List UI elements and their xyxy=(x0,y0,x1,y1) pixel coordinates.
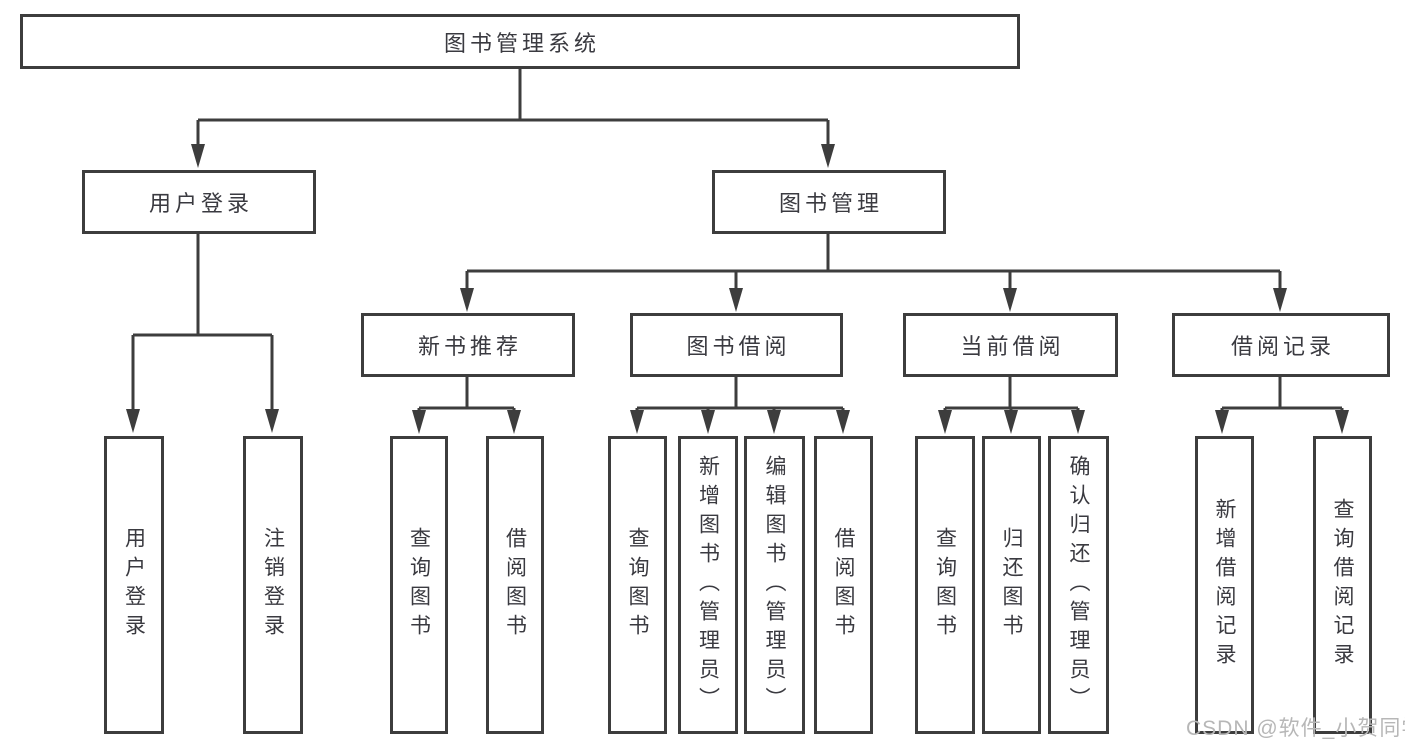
leaf-label: 确认归还（管理员） xyxy=(1067,454,1090,716)
leaf-label: 用户登录 xyxy=(122,527,146,643)
leaf-user-login: 用户登录 xyxy=(104,436,164,734)
node-label: 图书管理系统 xyxy=(443,30,600,56)
leaf-label: 查询图书 xyxy=(626,527,649,643)
leaf-label: 归还图书 xyxy=(1000,527,1023,643)
leaf-edit-books-admin: 编辑图书（管理员） xyxy=(744,436,805,734)
leaf-label: 查询图书 xyxy=(407,527,431,643)
leaf-search-borrow-record: 查询借阅记录 xyxy=(1313,436,1372,734)
node-new-book-recommend: 新书推荐 xyxy=(361,313,575,377)
node-current-borrowing: 当前借阅 xyxy=(903,313,1118,377)
csdn-watermark: CSDN @软件_小贺同学 xyxy=(1186,717,1405,740)
leaf-return-books: 归还图书 xyxy=(982,436,1041,734)
node-label: 图书管理 xyxy=(778,191,883,216)
leaf-borrow-books: 借阅图书 xyxy=(814,436,873,734)
leaf-label: 借阅图书 xyxy=(503,527,527,643)
leaf-add-borrow-record: 新增借阅记录 xyxy=(1195,436,1254,734)
node-book-management: 图书管理 xyxy=(712,170,946,234)
leaf-label: 查询借阅记录 xyxy=(1331,498,1354,672)
leaf-label: 注销登录 xyxy=(261,527,285,643)
leaf-search-books: 查询图书 xyxy=(608,436,667,734)
arrowhead-icons xyxy=(126,144,1349,434)
leaf-label: 新增图书（管理员） xyxy=(696,454,720,716)
leaf-label: 查询图书 xyxy=(933,527,957,643)
node-book-borrowing: 图书借阅 xyxy=(630,313,843,377)
node-label: 新书推荐 xyxy=(417,334,522,359)
node-label: 借阅记录 xyxy=(1230,334,1335,359)
leaf-label: 编辑图书（管理员） xyxy=(763,454,786,716)
leaf-search-books: 查询图书 xyxy=(390,436,448,734)
leaf-logout: 注销登录 xyxy=(243,436,303,734)
leaf-label: 借阅图书 xyxy=(832,527,855,643)
node-library-management-system: 图书管理系统 xyxy=(20,14,1020,69)
leaf-borrow-books: 借阅图书 xyxy=(486,436,544,734)
node-label: 当前借阅 xyxy=(960,334,1065,359)
leaf-confirm-return-admin: 确认归还（管理员） xyxy=(1048,436,1109,734)
leaf-add-books-admin: 新增图书（管理员） xyxy=(678,436,738,734)
leaf-label: 新增借阅记录 xyxy=(1213,498,1236,672)
node-label: 用户登录 xyxy=(148,191,253,216)
leaf-search-books: 查询图书 xyxy=(915,436,975,734)
node-user-login: 用户登录 xyxy=(82,170,316,234)
node-borrowing-records: 借阅记录 xyxy=(1172,313,1390,377)
node-label: 图书借阅 xyxy=(686,334,791,359)
